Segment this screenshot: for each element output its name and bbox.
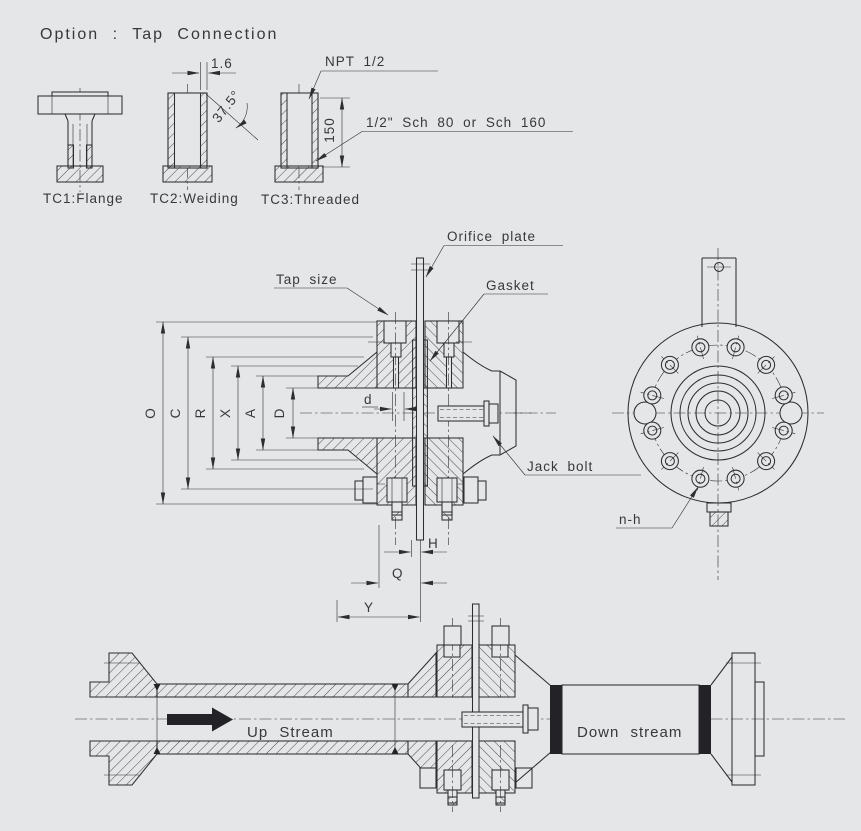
dim-Y: Y — [364, 600, 374, 615]
tc3-base-plate — [274, 165, 324, 183]
tc3-height-dim: 150 — [322, 117, 337, 143]
flange-bolts — [640, 335, 796, 491]
downstream-weld-band-2 — [699, 685, 711, 754]
jack-screw-hole-right — [779, 401, 803, 425]
plate-dimensions: H Q Y — [336, 525, 447, 622]
jack-screw-hole-left — [633, 401, 657, 425]
flow-arrow — [167, 707, 233, 732]
tc3-label: TC3:Threaded — [261, 192, 360, 207]
dim-C: C — [168, 408, 183, 419]
npt-label: NPT 1/2 — [325, 54, 385, 69]
downstream-cone-right — [710, 656, 733, 783]
jack-bolt-label: Jack bolt — [527, 459, 593, 474]
tc1-raised-band — [51, 91, 109, 97]
weld-seams — [153, 684, 399, 754]
upstream-flange — [89, 652, 158, 786]
dim-D: D — [272, 408, 287, 419]
downstream-label: Down stream — [577, 724, 682, 741]
assembly-orifice-plate — [471, 603, 480, 799]
page-title: Option : Tap Connection — [40, 26, 278, 43]
tc2-label: TC2:Weiding — [150, 191, 239, 206]
dim-R: R — [193, 408, 208, 419]
orifice-plate — [415, 257, 425, 541]
downstream-flange — [726, 652, 765, 786]
tc2-wall-dim: 1.6 — [211, 56, 233, 71]
tc1-base-plate — [56, 165, 104, 183]
center-bore — [704, 399, 732, 427]
section-view: O C R X A D d H Q Y Ta — [143, 229, 641, 622]
tc2-angle-dim: 37.5° — [209, 87, 243, 125]
tap-size-label: Tap size — [276, 272, 338, 287]
dim-Q: Q — [392, 566, 404, 581]
tc2-welding-diagram: 1.6 37.5° TC2:Weiding — [150, 56, 259, 206]
upstream-pipe-wall-top — [156, 683, 409, 698]
gasket-right — [422, 339, 428, 487]
downstream-pipe — [561, 684, 700, 755]
dim-X: X — [218, 408, 233, 418]
tc1-flange-plate — [37, 95, 123, 115]
section-labels: Tap size Orifice plate Gasket Jack bolt — [274, 229, 641, 476]
sch-label: 1/2" Sch 80 or Sch 160 — [366, 115, 546, 130]
bolt-count-label: n-h — [619, 512, 642, 527]
gasket-label: Gasket — [486, 278, 535, 293]
dim-d: d — [364, 392, 373, 407]
jack-bolt — [437, 400, 499, 427]
orifice-plate-label: Orifice plate — [447, 229, 536, 244]
tc1-flange-diagram: TC1:Flange — [37, 88, 124, 206]
flow-assembly: Up Stream — [75, 603, 845, 812]
dim-O: O — [143, 407, 158, 419]
plate-handle — [701, 257, 737, 327]
assembly-orifice-flanges — [419, 603, 539, 812]
left-flange-hub-bottom — [317, 437, 378, 476]
dim-H: H — [428, 536, 439, 551]
bottom-plug — [706, 502, 732, 527]
stud-bolts — [354, 476, 487, 521]
dim-A: A — [243, 408, 258, 418]
upstream-label: Up Stream — [247, 724, 334, 741]
gasket-left — [412, 339, 418, 487]
diameter-dimensions: O C R X A D — [143, 321, 377, 505]
tc3-threaded-diagram: NPT 1/2 150 1/2" Sch 80 or Sch 160 TC3:T… — [261, 54, 573, 207]
downstream-cone-left — [514, 654, 552, 784]
front-view: n-h — [612, 248, 824, 580]
tc2-base-plate — [162, 165, 213, 183]
downstream-weld-band-1 — [550, 685, 562, 754]
upstream-pipe-wall-bottom — [156, 740, 409, 755]
left-flange-hub-top — [317, 350, 378, 389]
orifice-bore-dimension: d — [362, 392, 417, 421]
tc1-label: TC1:Flange — [43, 191, 124, 206]
